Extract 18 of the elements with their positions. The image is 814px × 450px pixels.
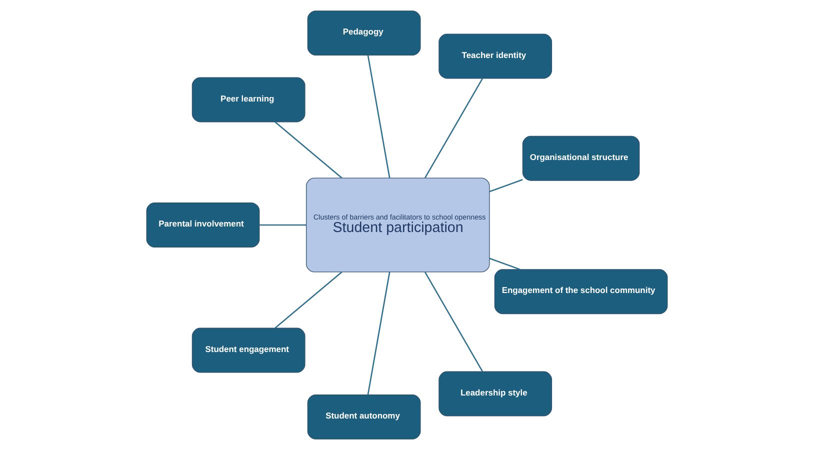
connector (260, 224, 306, 226)
connector (274, 121, 342, 178)
node-box: Leadership style (438, 371, 552, 416)
node-box: Parental involvement (146, 202, 260, 248)
connector (367, 272, 390, 395)
connector (489, 258, 520, 270)
node-box: Peer learning (192, 77, 306, 122)
connector (367, 55, 390, 178)
node-box: Pedagogy (307, 10, 421, 56)
node-box: Student autonomy (307, 394, 421, 440)
node-box: Organisational structure (522, 136, 640, 181)
node-box: Engagement of the school community (494, 269, 668, 314)
connector (489, 179, 523, 192)
node-box: Student engagement (192, 328, 306, 373)
connector (274, 272, 342, 329)
connector (424, 272, 484, 372)
connector (424, 78, 484, 178)
node-box: Teacher identity (438, 34, 552, 79)
